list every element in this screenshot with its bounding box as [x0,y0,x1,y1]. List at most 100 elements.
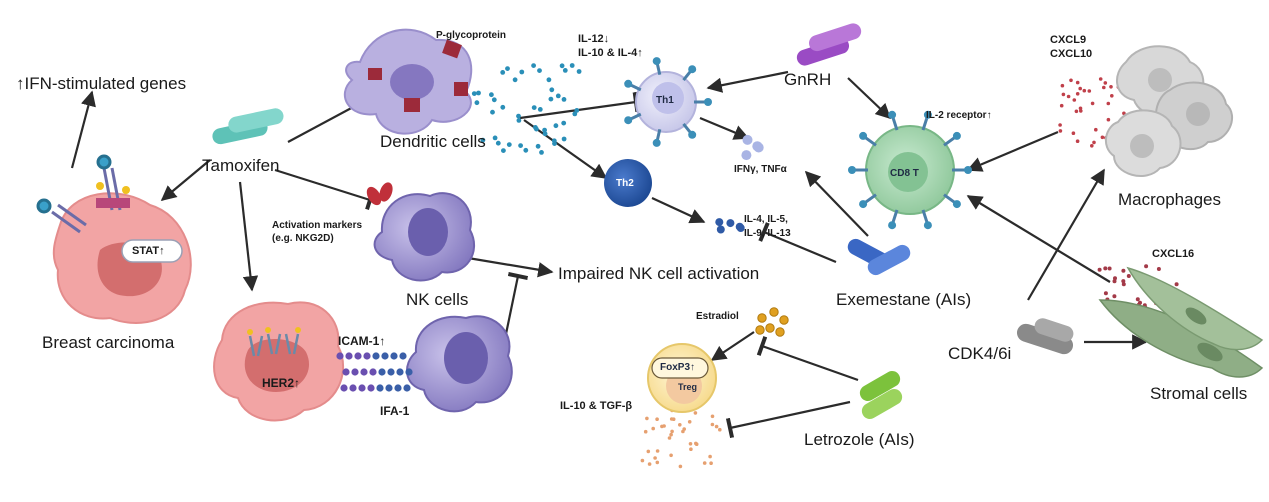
cytokine-dot [710,422,715,427]
cytokine-dot [1066,94,1071,99]
il10-tgfb-label: IL-10 & TGF-β [560,400,633,412]
arrow-exemestane-ifn [804,170,869,237]
cytokine-dot [708,454,712,459]
icam1-label: ICAM-1↑ [338,334,386,348]
cytokine-dot [1092,140,1096,145]
adhesion-bead [378,368,386,376]
inhibit-tamoxifen-nk [274,168,375,211]
ifn-tnf-label: IFNγ, TNFα [734,164,787,175]
cytokine-dot [689,447,693,452]
cytokine-dot [555,93,561,99]
arrow-cdk-cd8 [966,195,1111,283]
cytokine-dot [1069,78,1073,83]
stromal-cells [1098,266,1264,378]
estradiol-molecule [775,327,785,337]
cytokine-dot [562,68,568,73]
arrow-gnrh-th1 [706,70,789,93]
cytokine-dot [1087,89,1092,93]
cytokine-dot [1100,135,1105,140]
stat-badge [121,239,183,263]
cytokine-dot [1126,274,1131,278]
cytokine-dot [669,432,673,437]
cytokine-dot [1112,294,1117,299]
arrow-macrophage-cd8 [966,130,1059,172]
cytokine-dot [552,141,557,147]
adhesion-bead [369,368,377,376]
cytokine-dot [1060,83,1065,88]
cytokine-dot [546,77,552,83]
estradiol-label: Estradiol [696,311,739,322]
cxcl9-label: CXCL9 [1050,34,1087,46]
cytokine-dot [531,105,537,110]
foxp3-badge [651,357,709,379]
cytokine-dot [671,417,676,422]
receptor-head-icon [923,110,932,119]
estradiol-molecule [755,325,765,335]
arrow-th1-ifn [699,116,750,140]
cytokine-dot [523,147,529,153]
arrow-tamoxifen-to-tumor [160,159,211,201]
cytokine-dot [1079,109,1083,113]
cytokine-dot [714,424,719,429]
cytokine-dot [535,143,541,149]
her2-label: HER2↑ [262,376,301,390]
cytokine-dot [1094,127,1098,132]
receptor-head-icon [964,166,972,174]
cytokine-dot [491,97,497,103]
cytokine-dot [1106,101,1111,106]
adhesion-bead [349,384,357,392]
macrophages-cluster [1104,45,1233,177]
cytokine-dot [1071,131,1076,135]
activation-markers-label: Activation markers [272,220,363,231]
cytokine-dot [1102,85,1106,90]
cytokine-dot [643,429,648,434]
treg-cell [647,343,717,413]
receptor-icon-1 [36,198,87,234]
p-glycoprotein-icon-4 [368,68,382,80]
macrophages-label: Macrophages [1118,190,1222,209]
th2-cell [604,159,652,207]
cytokine-dot [495,140,501,146]
dendritic-cell [343,28,473,135]
arrow-tumor-to-ifn [70,90,96,169]
cytokine-dot [518,143,523,149]
arrow-tamoxifen-to-her2-tumor [238,181,259,292]
cytokine-dot [505,66,510,71]
cytokine-dot [716,225,725,234]
cytokine-dot [561,136,567,142]
adhesion-bead [336,352,344,360]
cytokine-dot [537,107,543,112]
cytokine-dot [1075,80,1080,85]
cytokine-dot [718,427,722,432]
tamoxifen-label: Tamoxifen [202,156,280,175]
cytokine-dot [1090,144,1094,148]
receptor-head-icon [624,79,633,88]
breast-carcinoma-cell [36,154,192,324]
cytokine-dot [561,97,567,102]
adhesion-bead [399,352,407,360]
cxcl16-label: CXCL16 [1152,248,1195,260]
cytokine-dot [709,461,713,466]
cytokine-dot [572,111,578,117]
receptor-head-icon [688,130,697,139]
cytokine-dot [1109,85,1113,89]
cytokine-dot [542,127,547,133]
adhesion-bead [345,352,353,360]
cytokine-dot [574,108,580,113]
cytokine-dot [667,436,672,440]
il10-il4-label: IL-10 & IL-4↑ [578,47,643,59]
adhesion-bead [342,368,350,376]
cytokine-dot [506,142,512,148]
cytokine-dot [1075,92,1080,96]
adhesion-bead [354,352,362,360]
gnrh-label: GnRH [784,70,832,89]
gnrh-drug-icon [796,23,862,66]
cytokine-dot [501,148,506,154]
cytokine-dot [471,91,477,96]
cytokine-dot [492,135,498,141]
cytokine-dot [1121,268,1126,273]
breast-carcinoma-label: Breast carcinoma [42,333,175,352]
cytokine-dot [669,453,673,458]
adhesion-bead [372,352,380,360]
estradiol-molecule [779,315,789,325]
